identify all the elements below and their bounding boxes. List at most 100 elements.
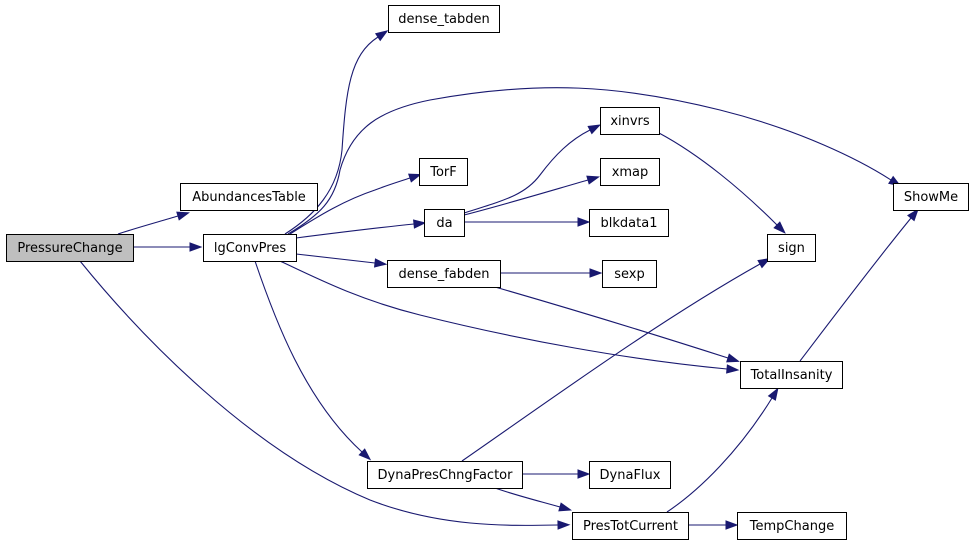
edges-layer xyxy=(79,30,919,530)
arrowhead-lgconvpres-to-dense-fabden xyxy=(373,258,388,268)
node-label-tempchange: TempChange xyxy=(749,519,834,534)
node-box-sign[interactable] xyxy=(767,234,816,262)
node-showme[interactable]: ShowMe xyxy=(893,183,969,211)
node-lgconvpres[interactable]: lgConvPres xyxy=(203,234,297,262)
edge-line-pressurechange-to-prestotcurrent xyxy=(79,260,559,526)
node-box-dense-tabden[interactable] xyxy=(388,5,500,33)
edge-line-da-to-xinvrs xyxy=(463,129,591,214)
node-box-lgconvpres[interactable] xyxy=(203,234,297,262)
edge-line-lgconvpres-to-da xyxy=(295,223,415,239)
node-box-prestotcurrent[interactable] xyxy=(572,512,689,540)
edge-line-dynapreschngfactor-to-prestotcurrent xyxy=(494,487,561,508)
node-dense-tabden[interactable]: dense_tabden xyxy=(388,5,500,33)
node-xinvrs[interactable]: xinvrs xyxy=(600,107,660,135)
node-box-torf[interactable] xyxy=(419,158,468,186)
edge-pressurechange-to-abundancestable xyxy=(117,211,190,235)
node-xmap[interactable]: xmap xyxy=(600,158,660,186)
node-label-dynaflux: DynaFlux xyxy=(600,468,661,483)
node-box-tempchange[interactable] xyxy=(737,512,847,540)
edge-lgconvpres-to-dense-tabden xyxy=(284,30,389,235)
node-totalinsanity[interactable]: TotalInsanity xyxy=(740,361,843,389)
node-label-xinvrs: xinvrs xyxy=(610,114,650,129)
node-label-dense-fabden: dense_fabden xyxy=(398,267,489,282)
edge-line-totalinsanity-to-showme xyxy=(799,217,912,362)
node-label-lgconvpres: lgConvPres xyxy=(214,241,286,256)
edge-dynapreschngfactor-to-dynaflux xyxy=(522,469,591,479)
arrowhead-dense-fabden-to-totalinsanity xyxy=(726,353,740,363)
edge-dynapreschngfactor-to-prestotcurrent xyxy=(494,487,573,512)
edge-dynapreschngfactor-to-sign xyxy=(461,257,771,462)
node-label-torf: TorF xyxy=(429,165,457,180)
node-box-showme[interactable] xyxy=(893,183,969,211)
edge-dense-fabden-to-sexp xyxy=(500,268,603,278)
arrowhead-lgconvpres-to-da xyxy=(413,219,427,229)
edge-pressurechange-to-prestotcurrent xyxy=(79,260,571,530)
node-blkdata1[interactable]: blkdata1 xyxy=(589,209,669,237)
node-box-blkdata1[interactable] xyxy=(589,209,669,237)
edge-line-lgconvpres-to-totalinsanity xyxy=(279,260,728,370)
node-label-blkdata1: blkdata1 xyxy=(601,216,658,231)
arrowhead-totalinsanity-to-showme xyxy=(907,208,919,222)
edge-line-da-to-xmap xyxy=(463,179,589,216)
node-box-dynaflux[interactable] xyxy=(589,461,671,489)
node-label-xmap: xmap xyxy=(612,165,649,180)
node-dense-fabden[interactable]: dense_fabden xyxy=(387,260,501,288)
edge-xinvrs-to-sign xyxy=(658,132,786,234)
node-box-pressurechange[interactable] xyxy=(6,234,134,262)
node-label-sexp: sexp xyxy=(614,267,645,282)
arrowhead-dense-fabden-to-sexp xyxy=(589,268,603,278)
edge-da-to-blkdata1 xyxy=(464,217,591,227)
arrowhead-da-to-xmap xyxy=(586,175,600,185)
arrowhead-pressurechange-to-abundancestable xyxy=(176,211,190,221)
edge-line-dense-fabden-to-totalinsanity xyxy=(494,286,729,359)
arrowhead-pressurechange-to-prestotcurrent xyxy=(557,520,571,530)
node-box-dense-fabden[interactable] xyxy=(387,260,501,288)
edge-lgconvpres-to-dynapreschngfactor xyxy=(254,260,372,461)
arrowhead-dynapreschngfactor-to-sign xyxy=(757,257,771,269)
edge-lgconvpres-to-da xyxy=(295,219,427,239)
node-label-prestotcurrent: PresTotCurrent xyxy=(583,519,678,534)
edge-line-xinvrs-to-sign xyxy=(658,132,778,226)
node-box-xinvrs[interactable] xyxy=(600,107,660,135)
arrowhead-prestotcurrent-to-totalinsanity xyxy=(767,387,779,401)
nodes-layer: PressureChange AbundancesTable lgConvPres d… xyxy=(6,5,969,540)
edge-dense-fabden-to-totalinsanity xyxy=(494,286,740,363)
arrowhead-lgconvpres-to-torf xyxy=(408,173,422,183)
node-torf[interactable]: TorF xyxy=(419,158,468,186)
node-box-abundancestable[interactable] xyxy=(180,183,318,211)
arrowhead-lgconvpres-to-dynapreschngfactor xyxy=(358,448,372,461)
edge-line-pressurechange-to-abundancestable xyxy=(117,215,179,235)
node-box-sexp[interactable] xyxy=(602,260,657,288)
node-label-pressurechange: PressureChange xyxy=(17,241,122,256)
edge-line-prestotcurrent-to-totalinsanity xyxy=(666,397,773,513)
node-sign[interactable]: sign xyxy=(767,234,816,262)
edge-line-lgconvpres-to-dense-tabden xyxy=(284,36,379,235)
edge-prestotcurrent-to-tempchange xyxy=(688,520,739,530)
node-box-dynapreschngfactor[interactable] xyxy=(367,461,523,489)
node-label-abundancestable: AbundancesTable xyxy=(192,190,306,205)
arrowhead-lgconvpres-to-dense-tabden xyxy=(374,30,389,42)
node-box-totalinsanity[interactable] xyxy=(740,361,843,389)
edge-line-lgconvpres-to-dense-fabden xyxy=(295,253,376,264)
edge-lgconvpres-to-torf xyxy=(289,173,422,235)
node-prestotcurrent[interactable]: PresTotCurrent xyxy=(572,512,689,540)
node-dynapreschngfactor[interactable]: DynaPresChngFactor xyxy=(367,461,523,489)
node-pressurechange[interactable]: PressureChange xyxy=(6,234,134,262)
edge-totalinsanity-to-showme xyxy=(799,208,919,362)
node-da[interactable]: da xyxy=(424,209,465,237)
arrowhead-pressurechange-to-lgconvpres xyxy=(189,242,203,252)
edge-line-dynapreschngfactor-to-sign xyxy=(461,263,761,462)
node-label-totalinsanity: TotalInsanity xyxy=(750,368,833,383)
node-box-xmap[interactable] xyxy=(600,158,660,186)
node-label-showme: ShowMe xyxy=(904,190,958,205)
node-tempchange[interactable]: TempChange xyxy=(737,512,847,540)
node-sexp[interactable]: sexp xyxy=(602,260,657,288)
edge-prestotcurrent-to-totalinsanity xyxy=(666,387,779,513)
node-dynaflux[interactable]: DynaFlux xyxy=(589,461,671,489)
node-abundancestable[interactable]: AbundancesTable xyxy=(180,183,318,211)
arrowhead-dynapreschngfactor-to-prestotcurrent xyxy=(558,502,573,512)
arrowhead-lgconvpres-to-totalinsanity xyxy=(726,364,740,374)
node-box-da[interactable] xyxy=(424,209,465,237)
node-label-dynapreschngfactor: DynaPresChngFactor xyxy=(378,468,514,483)
edge-line-lgconvpres-to-showme xyxy=(287,87,892,235)
